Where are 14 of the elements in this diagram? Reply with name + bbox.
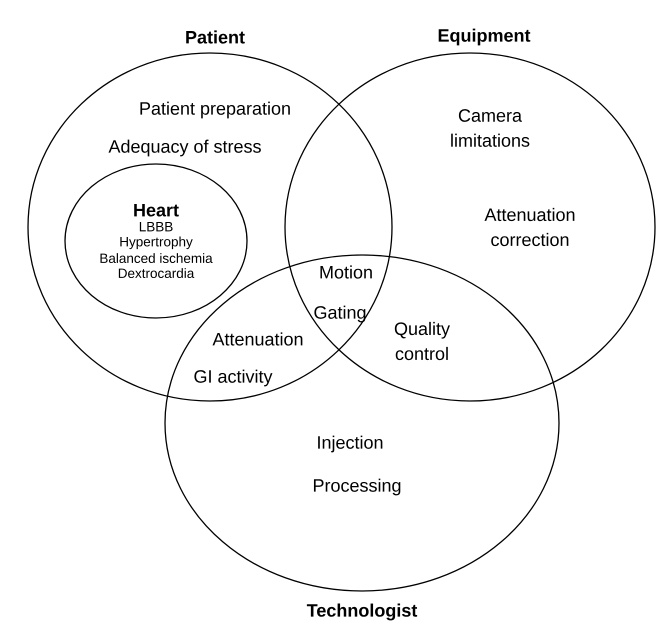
region-label: Injection: [318, 436, 382, 452]
region-label: Quality control: [394, 322, 450, 360]
node-label: Equipment: [438, 28, 530, 46]
region-label: Motion: [320, 265, 372, 279]
node-label: Technologist: [306, 604, 418, 620]
region-label: Processing: [314, 478, 400, 496]
region-label: Gating: [314, 306, 366, 322]
region-label: Patient preparation: [140, 102, 290, 118]
region-label: Attenuation: [212, 332, 302, 346]
node-label: Patient: [186, 30, 245, 44]
region-label: Adequacy of stress: [108, 140, 261, 156]
region-label: Camera limitations: [451, 109, 530, 147]
region-label: Attenuation correction: [484, 208, 574, 246]
region-label: GI activity: [194, 370, 272, 386]
